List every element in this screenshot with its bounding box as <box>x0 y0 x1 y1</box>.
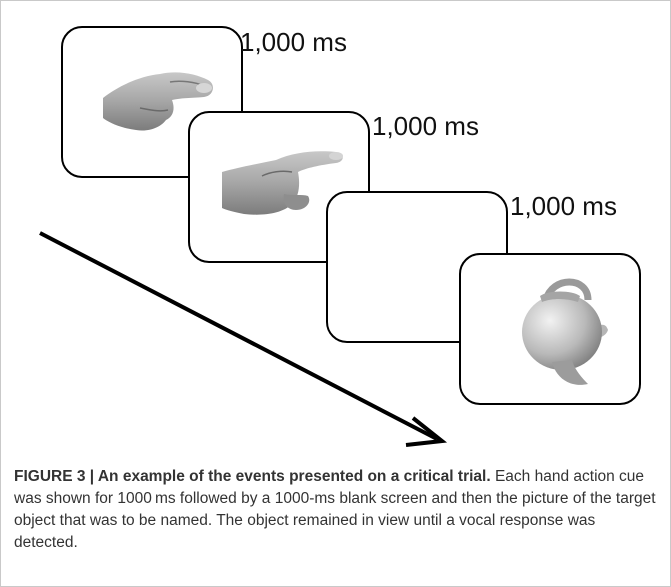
hand-pointing-icon <box>222 151 343 215</box>
frame-4-target <box>459 253 641 405</box>
duration-label-3: 1,000 ms <box>510 191 617 221</box>
duration-label-1: 1,000 ms <box>240 27 347 57</box>
figure-caption: FIGURE 3 | An example of the events pres… <box>14 466 657 554</box>
hand-fist-thumb-icon <box>103 72 213 131</box>
teapot-icon <box>522 278 608 385</box>
caption-body: Each hand action cue was shown for 1000 … <box>14 468 656 551</box>
trial-sequence-diagram: 1,000 ms 1,000 ms 1,000 ms <box>39 26 641 447</box>
time-arrow <box>39 231 448 447</box>
frame-2: 1,000 ms <box>188 111 479 263</box>
caption-title: FIGURE 3 | An example of the events pres… <box>14 468 491 485</box>
duration-label-2: 1,000 ms <box>372 111 479 141</box>
